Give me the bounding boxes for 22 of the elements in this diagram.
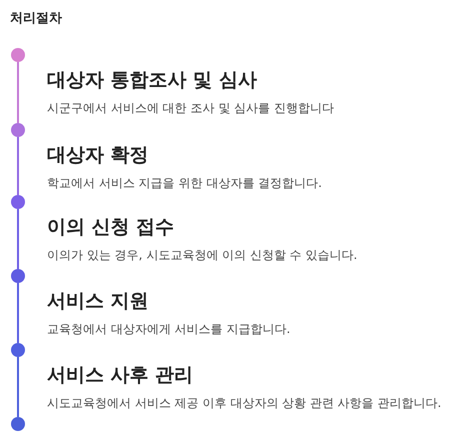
step-heading: 대상자 통합조사 및 심사 — [47, 68, 257, 93]
timeline-dot — [11, 123, 25, 137]
step-description: 시군구에서 서비스에 대한 조사 및 심사를 진행합니다 — [47, 100, 334, 117]
connector-line — [17, 137, 19, 195]
timeline-dot — [11, 343, 25, 357]
step-heading: 이의 신청 접수 — [47, 215, 174, 240]
step-description: 학교에서 서비스 지급을 위한 대상자를 결정합니다. — [47, 175, 322, 192]
diagram-title: 처리절차 — [10, 10, 62, 27]
step-description: 시도교육청에서 서비스 제공 이후 대상자의 상황 관련 사항을 관리합니다. — [47, 395, 442, 412]
step-heading: 서비스 지원 — [47, 289, 149, 314]
connector-line — [17, 62, 19, 123]
timeline-dot — [11, 48, 25, 62]
step-heading: 서비스 사후 관리 — [47, 363, 194, 388]
timeline-dot — [11, 269, 25, 283]
connector-line — [17, 357, 19, 417]
timeline-dot — [11, 195, 25, 209]
step-heading: 대상자 확정 — [47, 143, 149, 168]
step-description: 교육청에서 대상자에게 서비스를 지급합니다. — [47, 321, 290, 338]
connector-line — [17, 283, 19, 343]
timeline-dot — [11, 417, 25, 431]
connector-line — [17, 209, 19, 269]
step-description: 이의가 있는 경우, 시도교육청에 이의 신청할 수 있습니다. — [47, 247, 358, 264]
